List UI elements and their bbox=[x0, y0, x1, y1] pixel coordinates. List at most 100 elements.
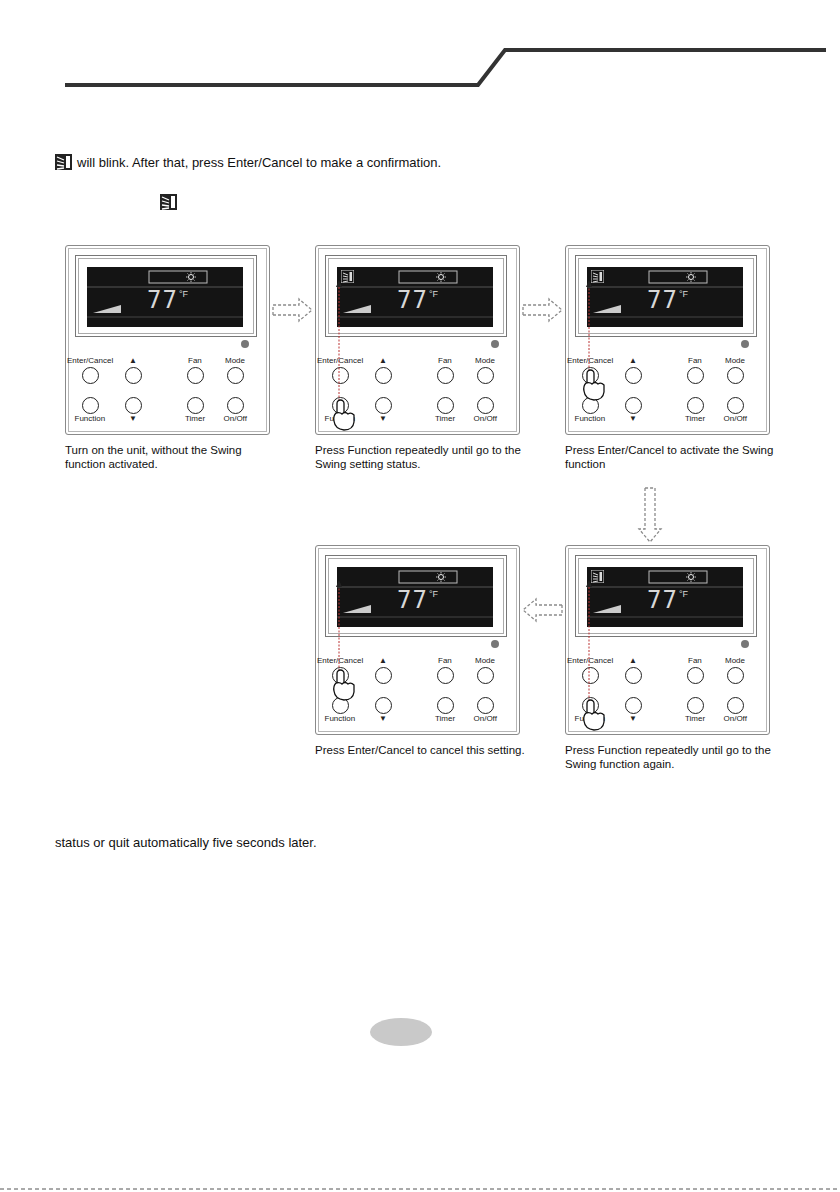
sun-rays bbox=[436, 572, 446, 582]
mode-box bbox=[399, 271, 457, 283]
button-label: Fan bbox=[688, 356, 702, 365]
button-label: On/Off bbox=[224, 414, 247, 423]
push-button bbox=[437, 667, 454, 684]
push-button bbox=[187, 397, 204, 414]
lcd-display: 77°F bbox=[337, 567, 493, 627]
temperature-unit: °F bbox=[679, 289, 688, 299]
step-caption: Press Function repeatedly until go to th… bbox=[565, 743, 780, 772]
button-label: Fan bbox=[438, 656, 452, 665]
press-guide-line bbox=[589, 583, 590, 701]
step-caption: Press Enter/Cancel to activate the Swing… bbox=[565, 443, 780, 472]
flow-arrow bbox=[639, 488, 661, 542]
swing-icon-lines bbox=[343, 273, 348, 282]
push-button bbox=[727, 697, 744, 714]
push-button bbox=[625, 697, 642, 714]
push-button bbox=[477, 667, 494, 684]
temperature-unit: °F bbox=[429, 289, 438, 299]
push-button bbox=[687, 367, 704, 384]
indicator-lamp bbox=[741, 340, 749, 348]
press-guide-line bbox=[589, 283, 590, 371]
push-button bbox=[625, 397, 642, 414]
push-button bbox=[727, 397, 744, 414]
controller-panel: 77°FEnter/Cancel▲FanModeFunction▼TimerOn… bbox=[565, 245, 770, 485]
step-caption: Press Enter/Cancel to cancel this settin… bbox=[315, 743, 530, 757]
display-divider bbox=[587, 617, 743, 618]
indicator-lamp bbox=[491, 640, 499, 648]
button-label: Function bbox=[75, 414, 106, 423]
button-label: Function bbox=[575, 414, 606, 423]
push-button bbox=[332, 367, 349, 384]
push-button bbox=[227, 367, 244, 384]
button-label: On/Off bbox=[474, 414, 497, 423]
button-label: Fan bbox=[188, 356, 202, 365]
press-guide-head bbox=[336, 580, 342, 587]
button-label: Enter/Cancel bbox=[317, 356, 363, 365]
sun-rays bbox=[686, 572, 696, 582]
button-label: Enter/Cancel bbox=[567, 656, 613, 665]
button-label: ▼ bbox=[129, 414, 137, 423]
swing-icon-frame bbox=[341, 270, 354, 283]
push-button bbox=[437, 697, 454, 714]
button-label: ▼ bbox=[629, 714, 637, 723]
button-label: On/Off bbox=[474, 714, 497, 723]
sun-symbol bbox=[189, 275, 194, 280]
swing-icon-lines bbox=[593, 573, 598, 582]
push-button bbox=[727, 667, 744, 684]
button-label: On/Off bbox=[724, 714, 747, 723]
sun-symbol bbox=[439, 275, 444, 280]
button-label: On/Off bbox=[724, 414, 747, 423]
temperature-digits: 77 bbox=[147, 287, 178, 315]
hand-palm bbox=[334, 683, 354, 701]
push-button bbox=[375, 367, 392, 384]
temperature-digits: 77 bbox=[397, 287, 428, 315]
step-caption: Turn on the unit, without the Swing func… bbox=[65, 443, 280, 472]
header-rule bbox=[65, 50, 826, 85]
push-button bbox=[437, 367, 454, 384]
push-button bbox=[375, 667, 392, 684]
push-button bbox=[437, 397, 454, 414]
flow-arrow bbox=[523, 299, 562, 321]
cut-line bbox=[0, 1189, 840, 1190]
swing-icon-bar bbox=[600, 272, 603, 281]
push-button bbox=[125, 367, 142, 384]
button-label: Timer bbox=[435, 414, 455, 423]
controller-panel: 77°FEnter/Cancel▲FanModeFunction▼TimerOn… bbox=[65, 245, 270, 485]
button-label: Mode bbox=[725, 356, 745, 365]
swing-icon bbox=[55, 154, 72, 170]
push-button bbox=[687, 667, 704, 684]
button-label: ▼ bbox=[379, 414, 387, 423]
fan-speed-bar bbox=[343, 305, 371, 313]
button-label: Mode bbox=[225, 356, 245, 365]
swing-icon-bar bbox=[350, 272, 353, 281]
lcd-display: 77°F bbox=[337, 267, 493, 327]
push-button bbox=[477, 697, 494, 714]
display-divider bbox=[337, 617, 493, 618]
hand-palm bbox=[584, 383, 604, 401]
button-label: ▲ bbox=[629, 356, 637, 365]
button-label: ▲ bbox=[379, 356, 387, 365]
button-label: ▼ bbox=[379, 714, 387, 723]
fan-speed-bar bbox=[593, 605, 621, 613]
button-label: Function bbox=[325, 714, 356, 723]
sun-rays bbox=[686, 272, 696, 282]
swing-icon bbox=[160, 194, 177, 210]
sun-rays bbox=[186, 272, 196, 282]
push-button bbox=[375, 697, 392, 714]
fan-speed-bar bbox=[93, 305, 121, 313]
temperature-unit: °F bbox=[429, 589, 438, 599]
push-button bbox=[375, 397, 392, 414]
push-button bbox=[125, 397, 142, 414]
swing-icon-lines bbox=[593, 273, 598, 282]
temperature-digits: 77 bbox=[647, 287, 678, 315]
indicator-lamp bbox=[241, 340, 249, 348]
button-label: Mode bbox=[475, 356, 495, 365]
push-button bbox=[477, 397, 494, 414]
swing-icon bbox=[341, 270, 354, 283]
press-guide-line bbox=[339, 583, 340, 671]
button-label: ▲ bbox=[629, 656, 637, 665]
push-button bbox=[625, 367, 642, 384]
step-caption: Press Function repeatedly until go to th… bbox=[315, 443, 530, 472]
lcd-display: 77°F bbox=[587, 567, 743, 627]
sun-symbol bbox=[439, 575, 444, 580]
mode-box bbox=[649, 271, 707, 283]
